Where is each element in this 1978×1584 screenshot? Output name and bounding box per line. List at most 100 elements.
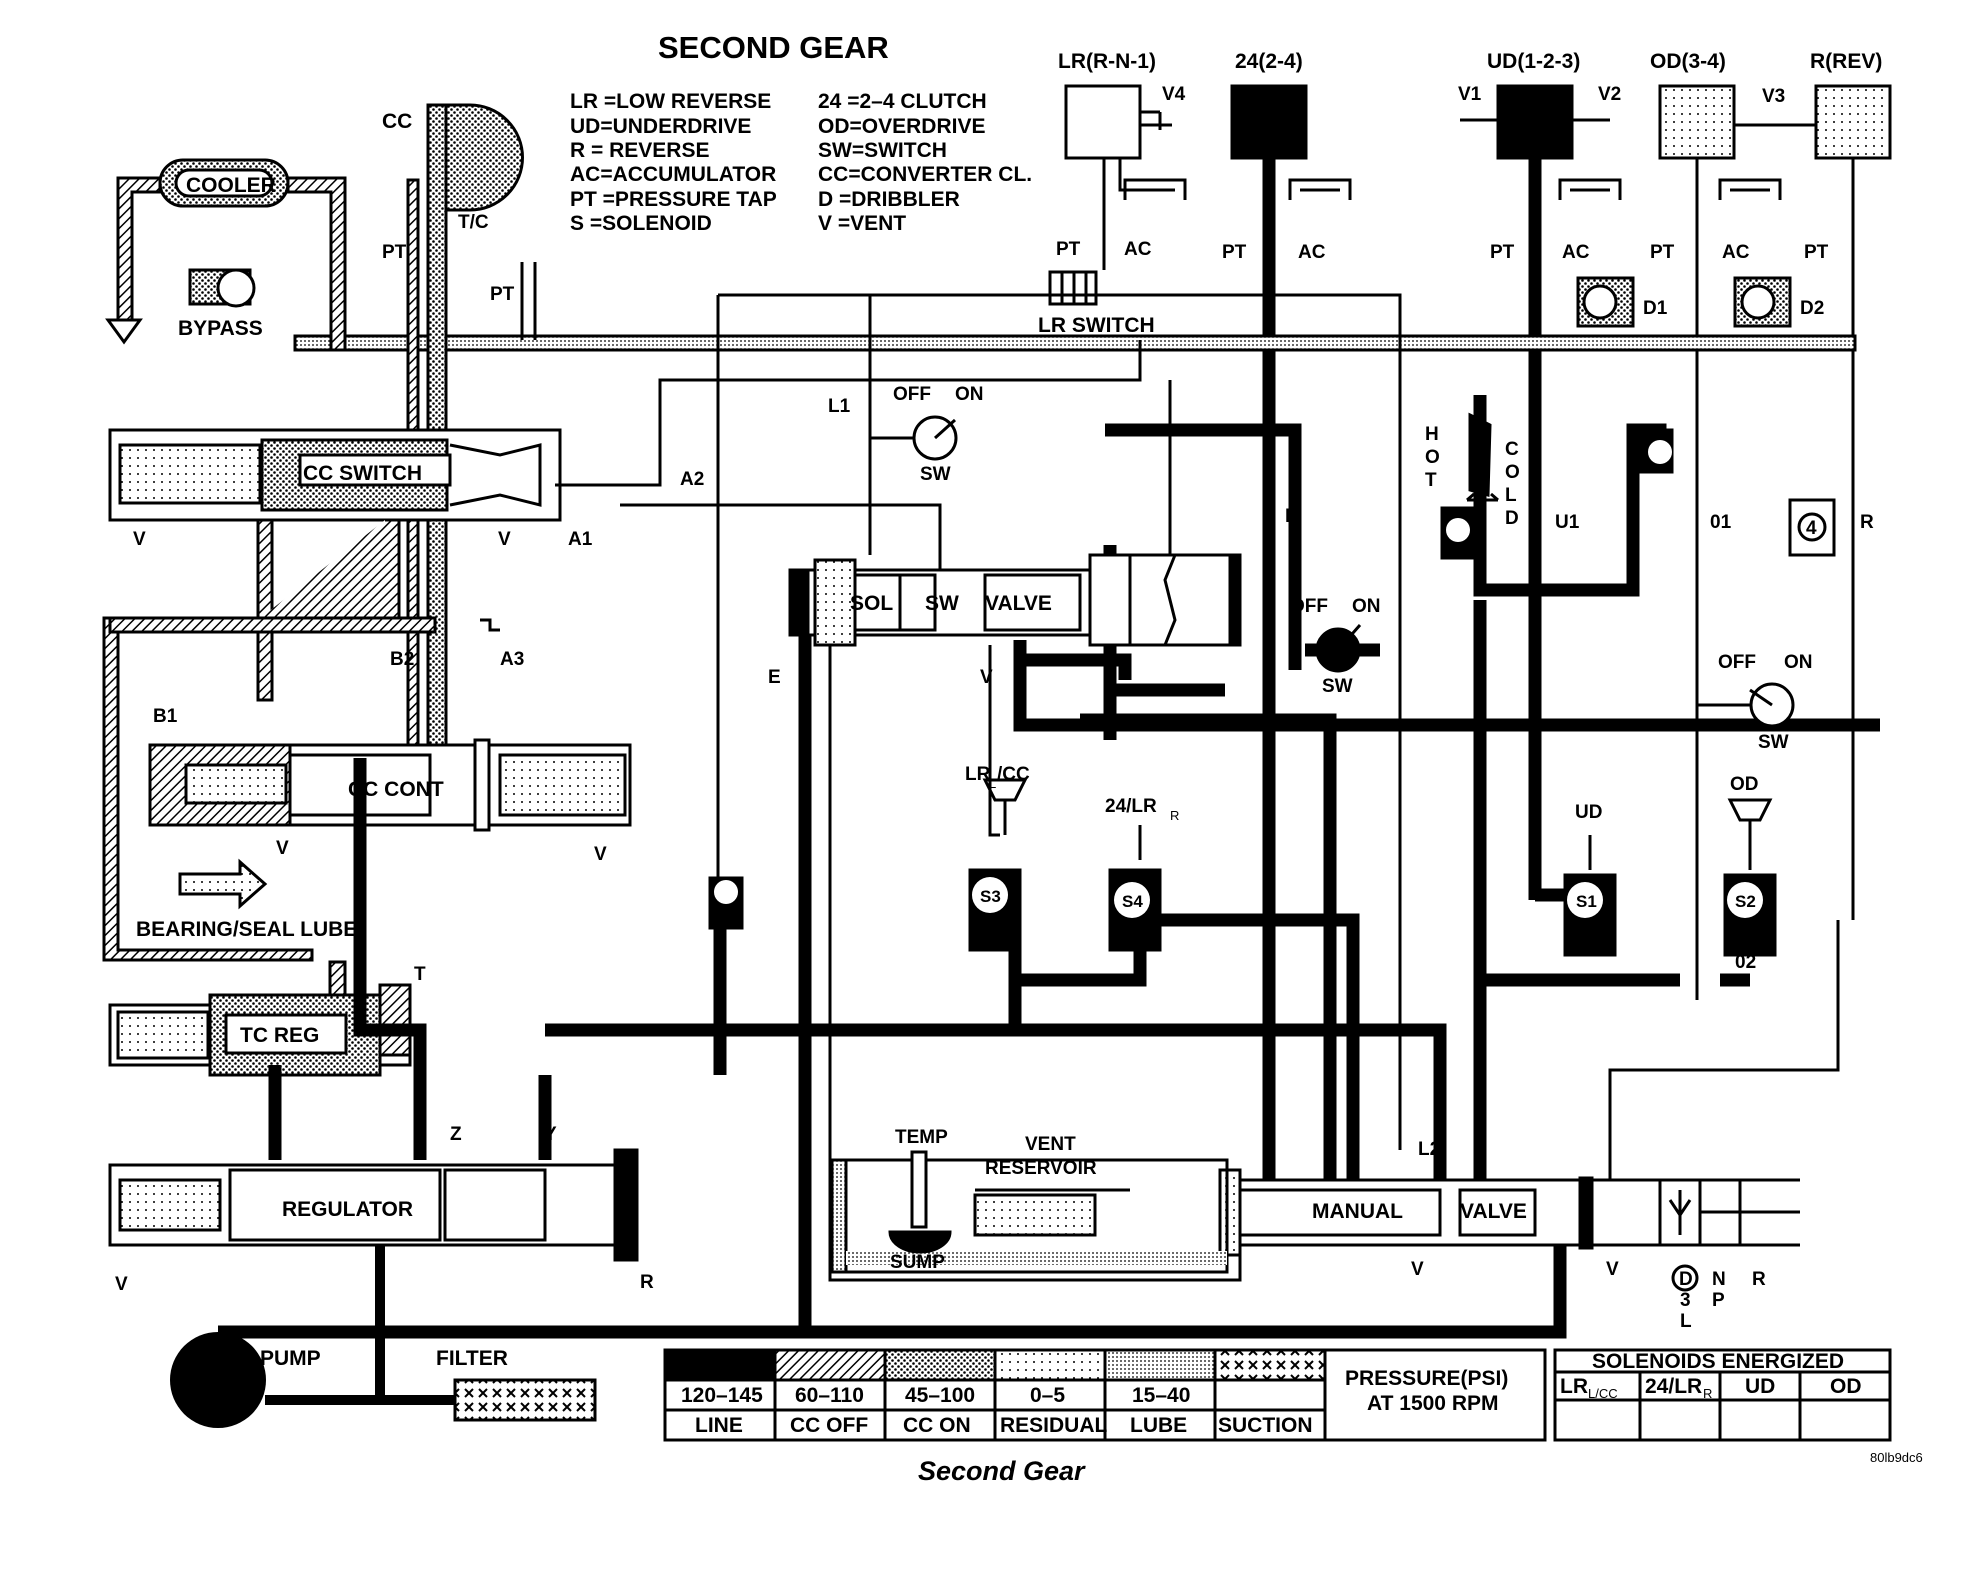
lr-switch: LR SWITCH [1038,270,1155,337]
legend-swatches [663,1348,1327,1382]
residual-top [718,293,1402,1150]
solenoid-s2: S2 OD [1723,774,1777,957]
svg-text:D: D [1505,508,1519,529]
cc-switch-label: CC SWITCH [303,462,422,485]
abbr-s: S =SOLENOID [570,212,712,235]
svg-text:O: O [1505,462,1520,483]
clutch-label-rev: R(REV) [1810,50,1882,73]
svg-text:S1: S1 [1576,892,1597,911]
svg-text:PT: PT [382,242,407,263]
svg-text:SW: SW [1758,732,1789,753]
abbr-cc: CC=CONVERTER CL. [818,163,1032,186]
pump: PUMP [170,1332,321,1428]
svg-text:V1: V1 [1458,84,1482,105]
cc-cont-label: CC CONT [348,778,444,801]
solenoids-col-24lr: 24/LR [1645,1375,1702,1398]
svg-text:V: V [133,529,146,550]
svg-text:VALVE: VALVE [1460,1200,1527,1223]
manual-valve: MANUAL VALVE [1218,1168,1800,1257]
svg-text:R: R [1860,512,1874,533]
svg-text:O: O [1425,447,1440,468]
solenoids-col-ud: UD [1745,1375,1775,1398]
svg-text:S3: S3 [980,887,1001,906]
svg-text:V4: V4 [1162,84,1186,105]
svg-text:01: 01 [1710,512,1732,533]
svg-text:V: V [594,844,607,865]
legend-name-residual: RESIDUAL [1000,1414,1108,1437]
dribbler-d1: D1 [1576,276,1668,328]
svg-text:/CC: /CC [997,764,1030,785]
filter: FILTER [265,1245,597,1422]
pressure-switch-l1: OFF ON SW [870,384,984,485]
svg-text:V: V [276,838,289,859]
svg-text:P: P [1712,1290,1725,1311]
svg-text:B2: B2 [390,649,414,670]
svg-text:D1: D1 [1643,298,1668,319]
svg-text:OFF: OFF [893,384,931,405]
clutch-label-24: 24(2-4) [1235,50,1303,73]
svg-text:5: 5 [1654,443,1663,462]
legend-title-1: PRESSURE(PSI) [1345,1367,1508,1390]
svg-text:SOL: SOL [850,592,893,615]
a3-line [480,618,500,632]
accumulators [1123,178,1782,200]
svg-text:AC: AC [1298,242,1326,263]
svg-text:V: V [1411,1259,1424,1280]
svg-text:D: D [1679,1269,1693,1290]
port-labels: A1 A2 A3 B1 B2 E K L1 L2 U1 01 02 R [153,396,1874,1160]
svg-text:E: E [768,667,781,688]
svg-text:2: 2 [1452,521,1461,540]
svg-text:OD: OD [1730,774,1759,795]
svg-text:R: R [1170,808,1179,823]
abbr-ac: AC=ACCUMULATOR [570,163,776,186]
svg-text:AC: AC [1562,242,1590,263]
svg-text:LR SWITCH: LR SWITCH [1038,314,1155,337]
line-pressure-circuit [218,395,1880,1339]
svg-text:A3: A3 [500,649,524,670]
svg-text:MANUAL: MANUAL [1312,1200,1403,1223]
svg-text:V: V [498,529,511,550]
svg-text:AC: AC [1124,239,1152,260]
lr-clutch: V4 [1064,84,1186,270]
figure-caption: Second Gear [918,1456,1086,1486]
clutch-label-lr: LR(R-N-1) [1058,50,1156,73]
svg-text:RESERVOIR: RESERVOIR [985,1158,1097,1179]
svg-text:UD: UD [1575,802,1602,823]
svg-text:V: V [1606,1259,1619,1280]
svg-text:S2: S2 [1735,892,1756,911]
svg-text:SUMP: SUMP [890,1252,945,1273]
svg-text:T: T [414,964,426,985]
residual-left [716,295,735,882]
abbr-ud: UD=UNDERDRIVE [570,115,751,138]
thermal-valve: H O T C O L D [1425,412,1520,529]
svg-text:L: L [1505,485,1517,506]
pressure-switch-k: OFF ON SW [1290,596,1381,697]
svg-text:PT: PT [490,284,515,305]
24-clutch [1230,84,1308,1180]
svg-text:VENT: VENT [1025,1134,1076,1155]
solenoids-col-od: OD [1830,1375,1862,1398]
legend-range-line: 120–145 [681,1384,763,1407]
svg-text:H: H [1425,424,1439,445]
abbr-lr: LR =LOW REVERSE [570,90,771,113]
svg-text:4: 4 [1806,518,1817,539]
ud-clutch: V1 V2 [1458,84,1621,900]
pump-label: PUMP [260,1347,321,1370]
cc-label: CC [382,110,412,133]
tc-reg-label: TC REG [240,1024,319,1047]
svg-text:V2: V2 [1598,84,1621,105]
svg-text:V3: V3 [1762,86,1785,107]
solenoids-table: SOLENOIDS ENERGIZED LR L/CC 24/LR R UD O… [1553,1348,1892,1442]
clutch-label-od: OD(3-4) [1650,50,1726,73]
svg-text:L: L [1680,1311,1692,1332]
svg-text:B1: B1 [153,706,178,727]
pt-labels-left: PT PT [382,242,515,305]
svg-text:02: 02 [1735,952,1756,973]
dribbler-d2: D2 [1733,276,1824,328]
svg-text:K: K [1285,506,1299,527]
cc-switch-valve: CC SWITCH [108,428,562,702]
regulator-valve: REGULATOR [108,1148,639,1262]
svg-text:OFF: OFF [1718,652,1756,673]
check-balls: 3 2 5 4 [708,428,1836,930]
